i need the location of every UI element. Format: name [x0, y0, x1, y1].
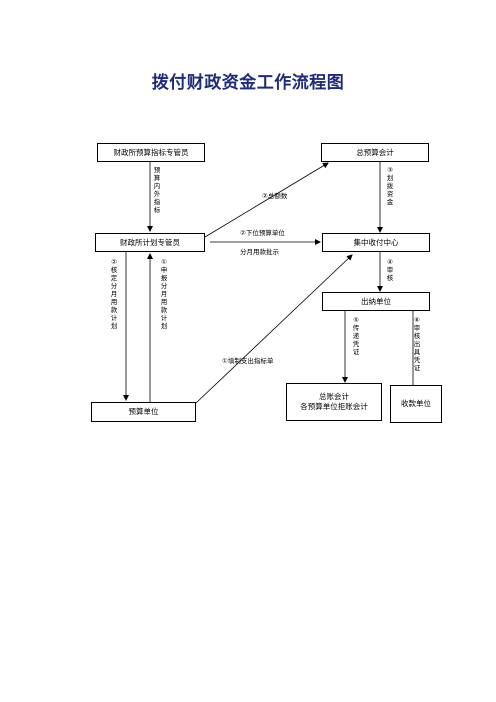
label-budget-internal-indicator: 预算内外指标	[153, 166, 161, 214]
page-title: 拨付财政资金工作流程图	[151, 73, 345, 93]
plan-specialist-box: 财政所计划专管员	[95, 233, 205, 252]
label-step5-voucher-delivery: ⑤传递凭证	[352, 316, 360, 356]
payee-unit-label: 收款单位	[401, 399, 431, 408]
label-step3-allocate-funds: ③划拨资金	[386, 166, 394, 206]
label-step1-submit-plan: ①申报分月用款计划	[160, 258, 168, 330]
plan-specialist-label: 财政所计划专管员	[120, 237, 180, 247]
label-step6-review-voucher: ⑥审核出具凭证	[413, 316, 421, 372]
label-step4-review: ④审核	[386, 258, 394, 282]
cashier-unit-label: 出纳单位	[361, 296, 391, 306]
label-step2-check-amount: ②总额数	[262, 192, 288, 200]
arrow-plan-to-chief	[204, 162, 329, 238]
chief-budget-accountant-box: 总预算会计	[321, 143, 429, 162]
general-accountant-label-1: 总账会计	[319, 392, 349, 401]
budget-specialist-box: 财政所预算指标专管员	[97, 143, 205, 162]
chief-budget-accountant-label: 总预算会计	[356, 147, 394, 157]
general-accountant-label-2: 各预算单位拒账会计	[300, 402, 368, 411]
cashier-unit-box: 出纳单位	[322, 292, 430, 311]
budget-specialist-label: 财政所预算指标专管员	[113, 147, 189, 157]
arrow-unit-to-center	[195, 254, 353, 404]
payee-unit-box: 收款单位	[390, 385, 442, 423]
general-accountant-box: 总账会计 各预算单位拒账会计	[286, 383, 382, 421]
label-step1-payment-application: ①填制支出指标单	[222, 357, 274, 365]
budget-unit-box: 预算单位	[91, 402, 196, 422]
payment-center-label: 集中收付中心	[353, 237, 399, 247]
label-step2-unit-line1: ②下位预算单位	[240, 229, 285, 237]
label-step2-check-plan: ②核定分月用款计划	[110, 258, 118, 330]
payment-center-box: 集中收付中心	[322, 233, 430, 252]
budget-unit-label: 预算单位	[128, 407, 159, 416]
label-step2-unit-line2: 分月用款批示	[240, 248, 279, 256]
